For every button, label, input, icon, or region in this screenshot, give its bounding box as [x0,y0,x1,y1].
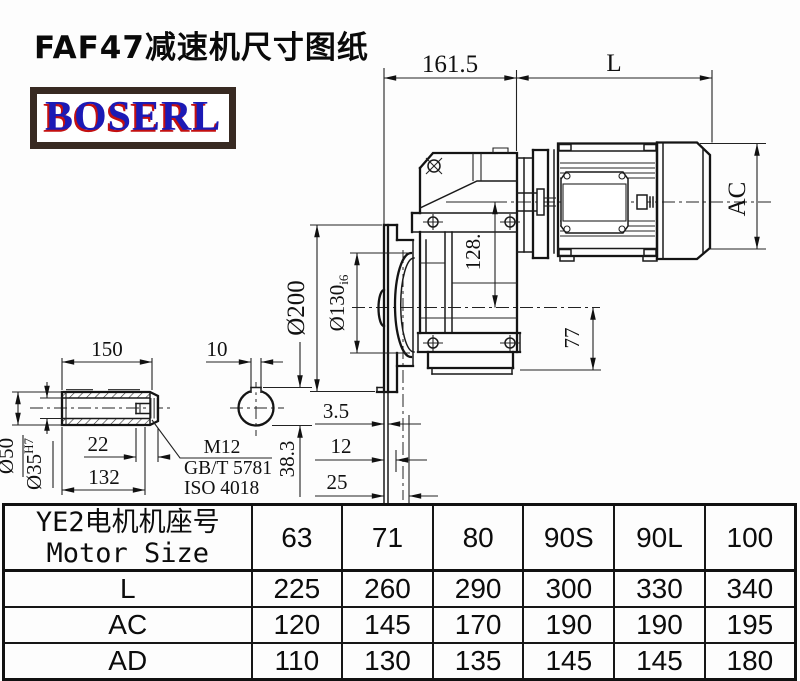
col-90S: 90S [522,503,616,572]
cell: 145 [613,641,706,681]
motor-adapter [516,148,556,260]
row-label-AD: AD [2,641,253,681]
cell: 180 [703,641,797,681]
dim-25: 25 [327,470,348,494]
motor [556,142,659,262]
dim-10: 10 [207,337,228,361]
col-90L: 90L [613,503,706,572]
cell: 130 [341,641,434,681]
cell: 110 [250,641,344,681]
cell: 290 [431,569,525,608]
cell: 190 [522,605,616,644]
fan-cover [655,141,712,261]
dim-35: Ø35H7 [21,437,46,490]
page-title: FAF47减速机尺寸图纸 [34,30,369,66]
dim-L: L [606,50,621,77]
dim-161-5: 161.5 [422,51,478,78]
bolt-symbols [423,157,520,351]
cell: 195 [703,605,797,644]
table-row-AD: AD 110 130 135 145 145 180 [2,641,797,681]
cell: 145 [522,641,616,681]
cell: 300 [522,569,616,608]
dimensions: 161.5 L AC Ø200 Ø130i6 128. 77 150 [0,50,766,504]
cell: 330 [613,569,706,608]
shaft-cross-section [237,386,275,427]
brand-logo: BOSERL [30,87,237,149]
dim-77: 77 [560,328,584,349]
dim-130: Ø130i6 [325,274,351,331]
cell: 190 [613,605,706,644]
cell: 260 [341,569,434,608]
cell: 340 [703,569,797,608]
dim-132: 132 [88,465,120,489]
dim-22: 22 [88,432,109,456]
callout-gbt: GB/T 5781 [184,458,272,479]
table-row-AC: AC 120 145 170 190 190 195 [2,605,797,644]
technical-drawing: 161.5 L AC Ø200 Ø130i6 128. 77 150 [0,50,772,504]
cell: 145 [341,605,434,644]
centerlines [30,201,772,500]
row-label-AC: AC [2,605,253,644]
table-header-cn: YE2电机机座号 [35,507,220,538]
dim-38-3: 38.3 [275,441,299,478]
brand-logo-text: BOSERL [45,94,222,140]
col-80: 80 [431,503,525,572]
table-row-L: L 225 260 290 300 330 340 [2,569,797,608]
table-header-row: YE2电机机座号 Motor Size 63 71 80 90S 90L 100 [2,503,797,572]
callout-iso: ISO 4018 [184,478,259,499]
col-100: 100 [703,503,797,572]
output-flange [375,223,415,394]
dim-12: 12 [331,434,352,458]
col-71: 71 [341,503,434,572]
table-header-motor-size: YE2电机机座号 Motor Size [2,503,253,572]
dim-3-5: 3.5 [323,399,349,423]
row-label-L: L [2,569,253,608]
hollow-shaft-detail [60,389,160,427]
table-header-en: Motor Size [46,538,210,569]
dim-50: Ø50 [0,438,18,474]
cell: 135 [431,641,525,681]
dim-150: 150 [91,337,123,361]
dim-200: Ø200 [283,280,310,336]
callout-m12: M12 [204,437,241,458]
cell: 225 [250,569,344,608]
col-63: 63 [250,503,344,572]
cell: 120 [250,605,344,644]
dim-128: 128. [461,234,485,271]
cell: 170 [431,605,525,644]
dim-AC: AC [724,182,751,217]
motor-size-table: YE2电机机座号 Motor Size 63 71 80 90S 90L 100… [2,503,797,681]
